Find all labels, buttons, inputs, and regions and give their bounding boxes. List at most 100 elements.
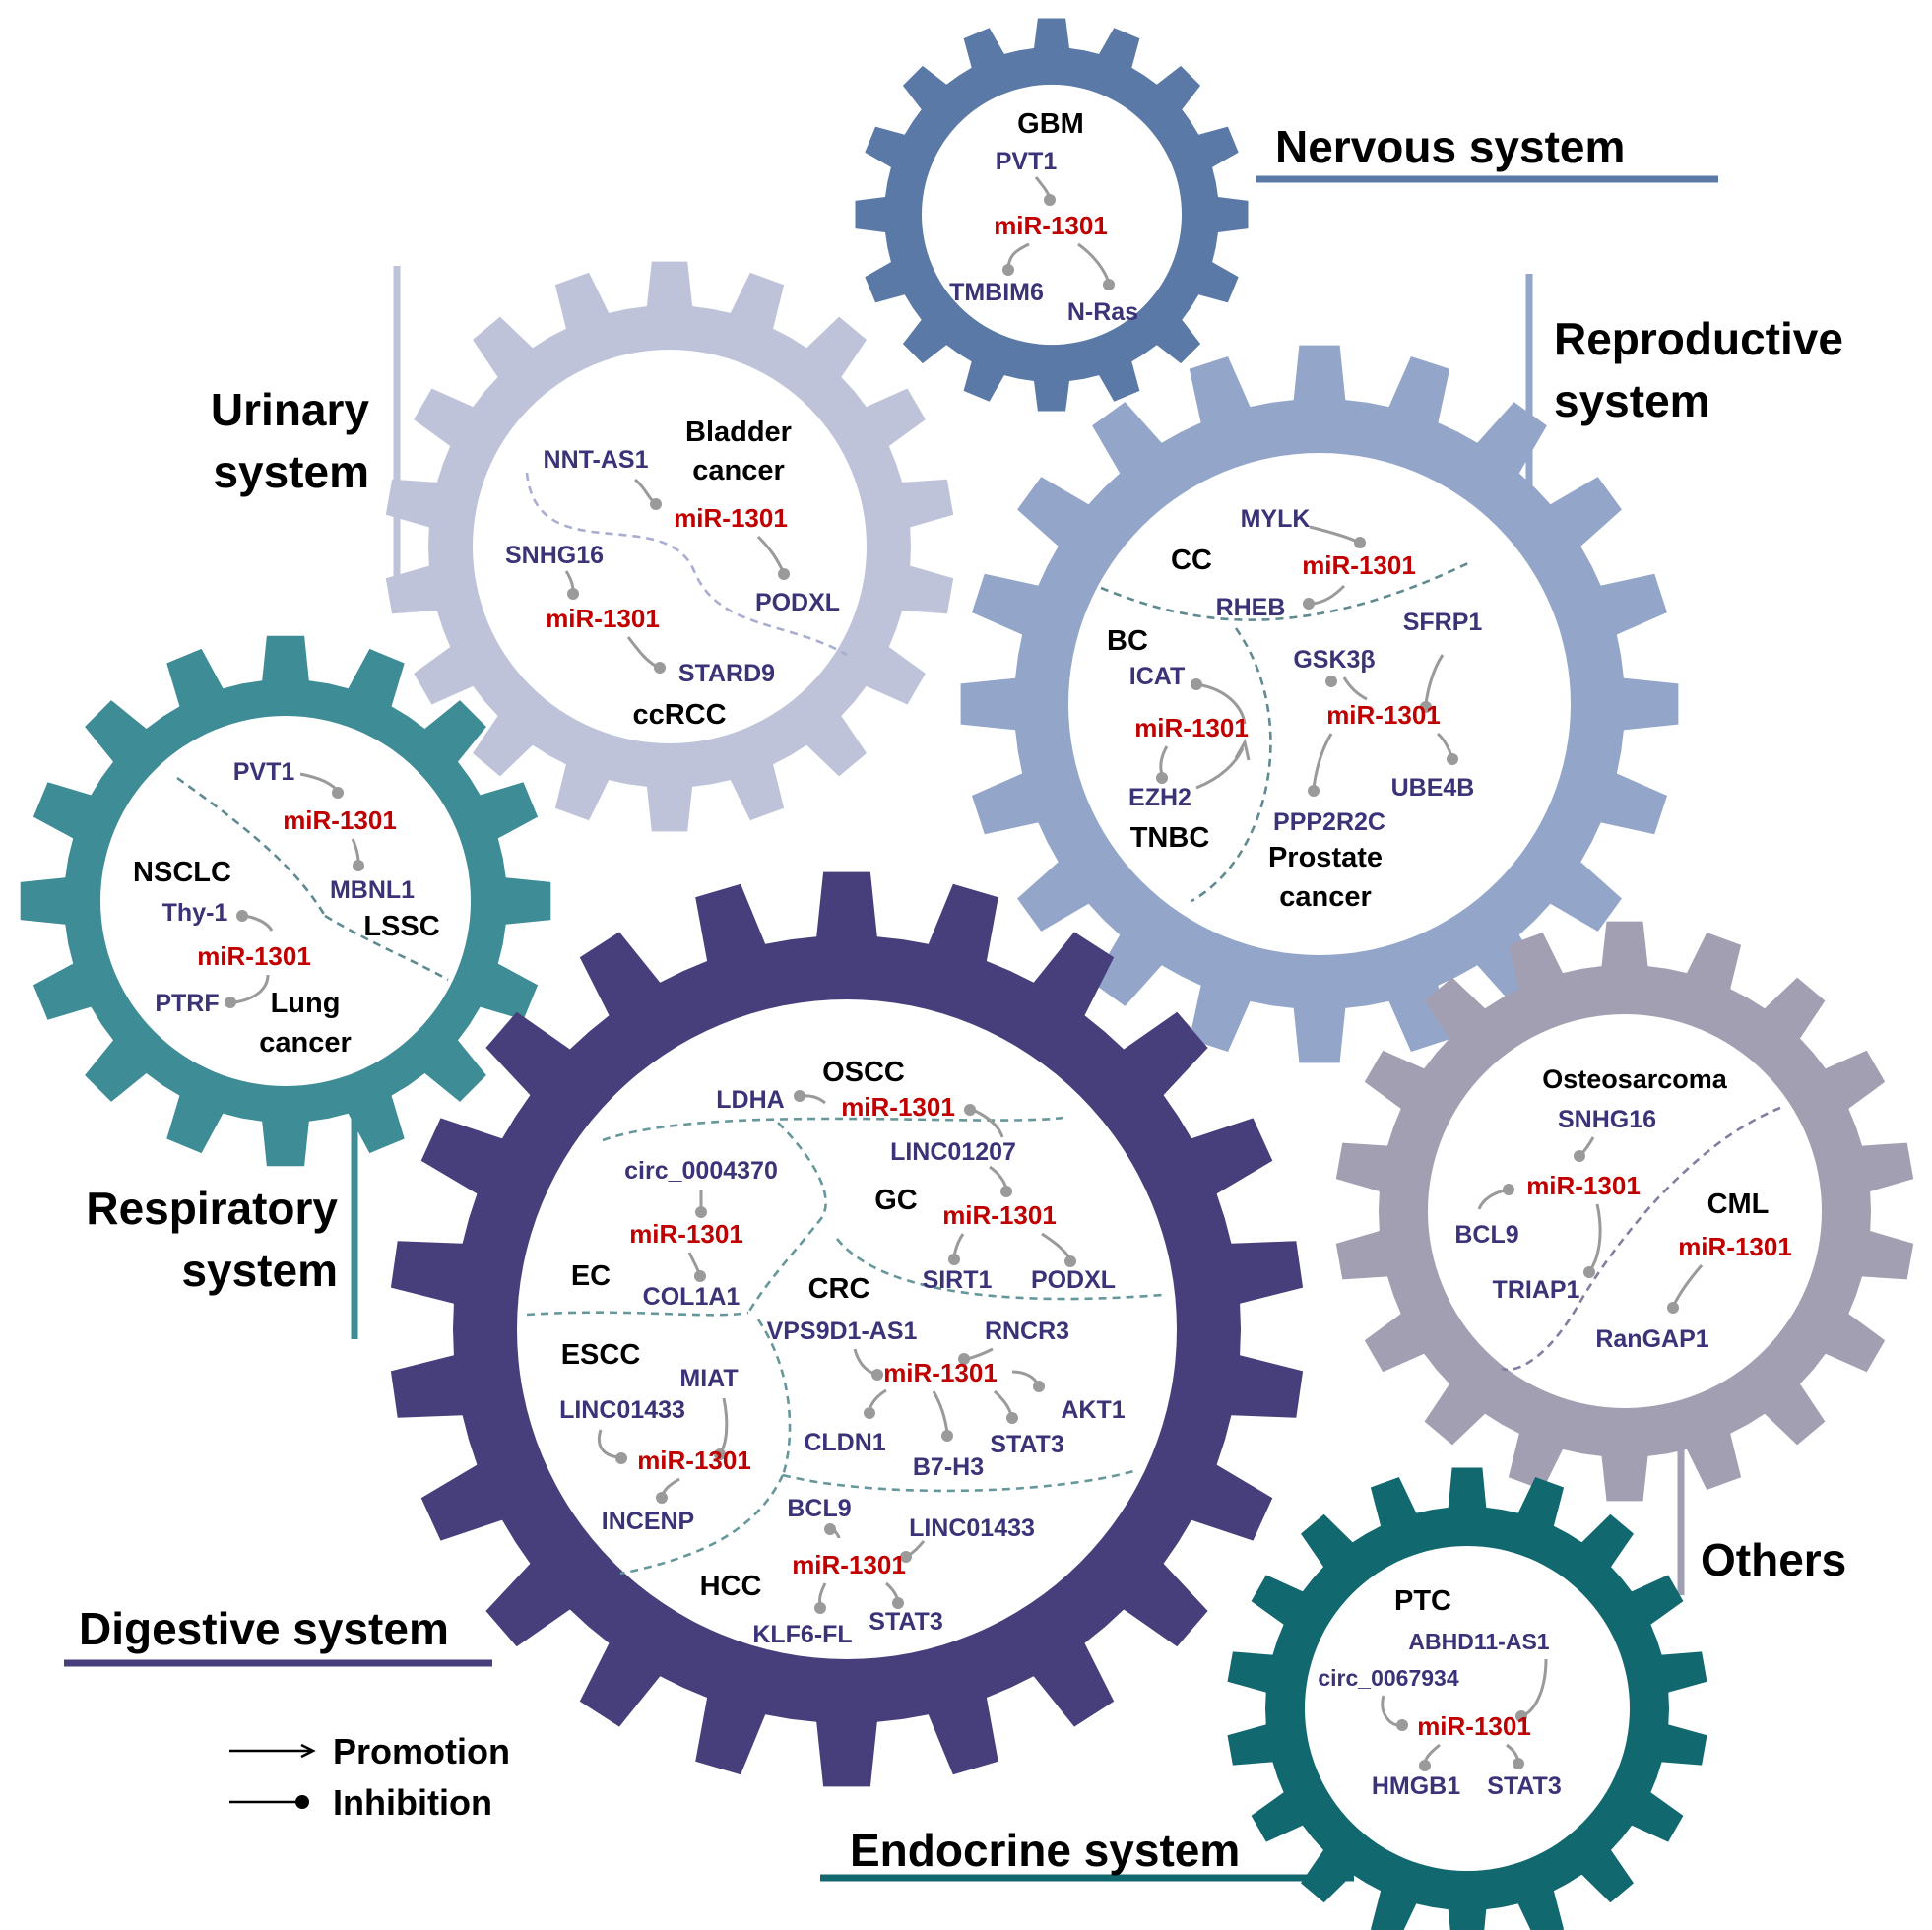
crc-rncr3-inhibition-dot [958, 1353, 970, 1365]
urinary-gear [385, 261, 954, 832]
cc-rheb: RHEB [1216, 594, 1286, 621]
crc-vps-connector [853, 1348, 875, 1376]
endocrine-system-label: Endocrine system [850, 1825, 1240, 1876]
ec-label: EC [571, 1260, 611, 1292]
bc-ezh2-arrowhead [1234, 738, 1251, 761]
cml-label: CML [1707, 1189, 1770, 1220]
gbm-nras-inhibition-dot [1103, 279, 1115, 290]
ccrcc-snhg16-connector [564, 570, 575, 592]
osteo-triap1: TRIAP1 [1493, 1276, 1580, 1304]
gc-label: GC [874, 1185, 918, 1216]
crc-stat3: STAT3 [990, 1431, 1063, 1458]
ptc-circ0067934: circ_0067934 [1318, 1665, 1458, 1691]
bc-ezh2: EZH2 [1128, 784, 1191, 811]
ec-mirna: miR-1301 [629, 1219, 743, 1249]
cc-label: CC [1171, 545, 1212, 576]
gbm-nras-connector [1077, 242, 1111, 284]
oscc-label: OSCC [822, 1057, 905, 1088]
crc-vps9d1-as1: VPS9D1-AS1 [767, 1318, 918, 1345]
nsclc-pvt1-connector [299, 772, 339, 792]
nsclc-mbnl1-inhibition-dot [353, 860, 364, 871]
ccrcc-snhg16-inhibition-dot [567, 588, 579, 600]
gc-sirt1: SIRT1 [923, 1266, 993, 1294]
hcc-stat3: STAT3 [869, 1608, 942, 1636]
escc-miat-connector [719, 1397, 729, 1453]
others-gear [1335, 921, 1914, 1502]
hcc-stat3-inhibition-dot [892, 1597, 904, 1609]
gc-sirt1-inhibition-dot [948, 1254, 960, 1265]
ccrcc-stard9-inhibition-dot [654, 662, 666, 674]
respiratory-gear [20, 635, 551, 1167]
bc-icat-connector [1195, 682, 1247, 725]
lung-thy1-connector [243, 914, 274, 932]
ccrcc-snhg16: SNHG16 [505, 542, 604, 569]
hcc-klf6-fl: KLF6-FL [752, 1621, 852, 1648]
gc-podxl-inhibition-dot [1064, 1255, 1076, 1267]
osteo-snhg16-inhibition-dot [1574, 1150, 1585, 1162]
cml-mirna: miR-1301 [1678, 1232, 1792, 1261]
lung-label-line1: Lung [271, 988, 341, 1019]
prostate-ppp2r2c: PPP2R2C [1273, 808, 1385, 836]
prostate-sfrp1-connector [1424, 654, 1445, 705]
gc-podxl-connector [1041, 1232, 1071, 1259]
bc-icat-inhibition-dot [1191, 678, 1202, 690]
escc-linc-inhibition-dot [615, 1452, 627, 1464]
respiratory-system-label-line1: Respiratory [86, 1183, 338, 1234]
gc-divider-left [746, 1122, 827, 1314]
cc-mylk-connector [1309, 525, 1358, 544]
ccrcc-mirna: miR-1301 [546, 604, 660, 633]
gc-linc01207-connector [989, 1165, 1008, 1190]
cc-divider [1100, 559, 1473, 621]
ptc-label: PTC [1394, 1585, 1451, 1617]
oscc-mirna: miR-1301 [841, 1092, 955, 1122]
crc-stat3-inhibition-dot [1006, 1412, 1018, 1424]
urinary-divider [525, 472, 848, 657]
crc-cldn1-connector [868, 1388, 887, 1411]
respiratory-system-label-line2: system [181, 1245, 338, 1296]
reproductive-system-label-line2: system [1554, 375, 1710, 426]
ec-circ-inhibition-dot [695, 1206, 707, 1218]
oscc-ldha: LDHA [716, 1086, 784, 1114]
prostate-ube4b: UBE4B [1391, 774, 1475, 802]
ec-col1a1: COL1A1 [643, 1283, 741, 1311]
tnbc-label: TNBC [1130, 822, 1210, 854]
cc-mylk: MYLK [1241, 505, 1311, 533]
escc-linc-connector [597, 1429, 619, 1459]
legend-promotion-label: Promotion [333, 1731, 510, 1771]
ec-col1a1-inhibition-dot [694, 1270, 706, 1282]
cml-rangap1-connector [1672, 1264, 1704, 1306]
lung-thy1-inhibition-dot [236, 910, 248, 922]
lung-ptrf-connector [233, 974, 270, 1004]
bc-icat: ICAT [1129, 663, 1185, 690]
escc-mirna: miR-1301 [637, 1446, 751, 1475]
lung-divider-2 [324, 914, 449, 982]
ptc-hmgb1: HMGB1 [1372, 1772, 1460, 1800]
gbm-pvt1: PVT1 [996, 148, 1058, 175]
escc-incenp: INCENP [602, 1508, 694, 1535]
escc-incenp-connector [661, 1477, 680, 1496]
cc-mirna: miR-1301 [1302, 550, 1416, 580]
legend-promotion-arrowhead [300, 1743, 316, 1759]
hcc-linc01433: LINC01433 [909, 1514, 1035, 1542]
crc-label: CRC [808, 1273, 870, 1305]
gc-linc01207-inhibition-dot [1000, 1186, 1012, 1197]
gc-divider-bottom [835, 1238, 1163, 1301]
bc-prostate-divider [1191, 627, 1272, 903]
hcc-bcl9: BCL9 [787, 1495, 851, 1522]
bladder-label-line2: cancer [692, 455, 785, 486]
prostate-gsk3b-inhibition-dot [1325, 676, 1337, 687]
crc-rncr3: RNCR3 [985, 1318, 1069, 1345]
osteo-triap1-inhibition-dot [1583, 1266, 1595, 1278]
lung-ptrf: PTRF [155, 990, 219, 1017]
gbm-nras: N-Ras [1067, 298, 1138, 326]
gbm-mirna: miR-1301 [994, 211, 1108, 240]
prostate-label-line2: cancer [1279, 881, 1372, 913]
bladder-podxl: PODXL [755, 589, 840, 616]
digestive-system-label: Digestive system [79, 1603, 449, 1654]
gbm-label: GBM [1017, 108, 1084, 140]
hcc-divider-left [619, 1474, 785, 1576]
prostate-ube4b-connector [1436, 732, 1453, 757]
gbm-tmbim6: TMBIM6 [949, 279, 1044, 306]
legend-inhibition-label: Inhibition [333, 1782, 492, 1823]
reproductive-system-label-line1: Reproductive [1554, 313, 1843, 364]
